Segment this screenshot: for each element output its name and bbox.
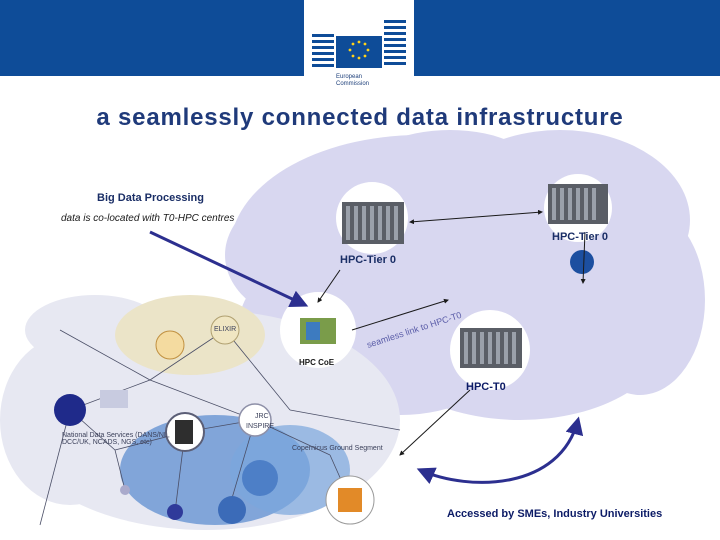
- ec-wordmark-line1: European: [336, 74, 363, 80]
- ec-building-icon: [312, 20, 406, 68]
- elixir-label: ELIXIR: [214, 326, 237, 333]
- server-rack-icon: [548, 184, 608, 224]
- small-node: [120, 485, 130, 495]
- jrc-label: JRC: [255, 413, 269, 420]
- big-data-pointer-arrow: [149, 230, 309, 308]
- access-arrow: [416, 416, 584, 485]
- elixir-node: [210, 315, 240, 345]
- server-icon: [175, 420, 193, 444]
- heatmap-icon: [338, 488, 362, 512]
- tier0-coe-arrow: [317, 269, 341, 303]
- blue-node: [218, 496, 246, 524]
- ec-wordmark-line2: Commission: [336, 81, 370, 87]
- copernicus-label: Copernicus Ground Segment: [292, 445, 383, 452]
- server-rack-icon: [460, 328, 522, 368]
- inspire-label: INSPIRE: [246, 423, 275, 430]
- hpc-tier0-right-label: HPC-Tier 0: [552, 231, 609, 243]
- network-card: [100, 390, 128, 408]
- seamless-link-arrow: [351, 298, 449, 331]
- slide-title: a seamlessly connected data infrastructu…: [96, 104, 624, 131]
- ec-logo: European Commission: [304, 0, 414, 100]
- jrc-node: [238, 403, 272, 437]
- big-data-processing-label: Big Data Processing: [97, 192, 204, 204]
- co-located-label: data is co-located with T0-HPC centres: [61, 213, 235, 224]
- blue-node: [242, 460, 278, 496]
- national-data-node: [54, 394, 86, 426]
- blue-node: [167, 504, 183, 520]
- tier0-link-arrow: [409, 209, 543, 225]
- ec-wordmark: European Commission: [336, 74, 369, 88]
- coe-visual-icon: [306, 322, 320, 340]
- accessed-by-label: Accessed by SMEs, Industry Universities: [447, 508, 663, 520]
- national-data-label: National Data Services (DANS/NL, DCC/UK,…: [62, 432, 170, 446]
- tier0-down-arrow: [580, 231, 586, 284]
- hpc-tier0-center-label: HPC-Tier 0: [340, 254, 397, 266]
- hpc-coe-label: HPC CoE: [299, 358, 335, 367]
- hpc-t0-label: HPC-T0: [466, 381, 506, 393]
- eu-globe-icon: [570, 250, 594, 274]
- molecule-node: [155, 330, 185, 360]
- server-rack-icon: [342, 202, 404, 244]
